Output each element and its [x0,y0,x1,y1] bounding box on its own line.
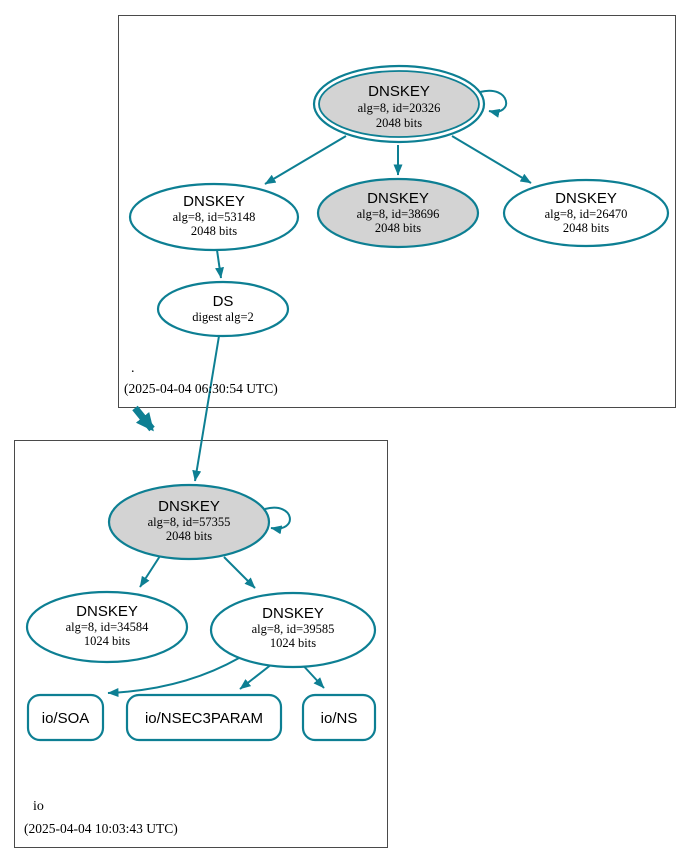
zone-root-timestamp: (2025-04-04 06:30:54 UTC) [124,381,278,396]
node-ds: DS digest alg=2 [156,280,290,338]
node-dnskey-34584: DNSKEY alg=8, id=34584 1024 bits [25,590,189,664]
dnskey-26470-bits: 2048 bits [563,221,609,235]
dnskey-53148-alg: alg=8, id=53148 [173,210,256,224]
dnskey-38696-alg: alg=8, id=38696 [357,207,440,221]
node-dnskey-20326-ksk: DNSKEY alg=8, id=20326 2048 bits [312,64,486,144]
dnskey-39585-title: DNSKEY [262,605,324,622]
dnskey-34584-bits: 1024 bits [84,634,130,648]
rrset-ns-label: io/NS [321,710,358,727]
dnskey-20326-bits: 2048 bits [376,116,422,130]
node-rrset-io-ns: io/NS [301,693,377,742]
node-dnskey-26470: DNSKEY alg=8, id=26470 2048 bits [502,178,670,248]
edge-dnskey-53148-ds [215,249,224,279]
edge-dnskey-57355-dnskey-39585 [223,556,256,589]
edge-dnskey-20326-self-sign [479,89,507,118]
dnskey-20326-alg: alg=8, id=20326 [358,101,441,115]
dnskey-57355-alg: alg=8, id=57355 [148,515,231,529]
zone-io-label: io [33,799,44,814]
node-dnskey-57355-ksk: DNSKEY alg=8, id=57355 2048 bits [107,483,271,561]
edge-dnskey-39585-rrset-soa [107,657,240,698]
dnskey-57355-title: DNSKEY [158,498,220,515]
node-dnskey-53148: DNSKEY alg=8, id=53148 2048 bits [128,182,300,252]
edge-dnskey-20326-dnskey-53148 [264,135,347,185]
dnskey-57355-ellipse [107,483,271,561]
edge-ds-dnskey-57355 [192,335,220,482]
dnskey-38696-ellipse [316,177,480,249]
dnskey-53148-title: DNSKEY [183,193,245,210]
dnskey-34584-title: DNSKEY [76,603,138,620]
node-rrset-io-nsec3param: io/NSEC3PARAM [125,693,283,742]
dnskey-34584-ellipse [25,590,189,664]
rrset-soa-rect [26,693,105,742]
dnskey-34584-alg: alg=8, id=34584 [66,620,150,634]
dnskey-53148-ellipse [128,182,300,252]
rrset-ns-rect [301,693,377,742]
dnskey-20326-inner-ellipse [318,70,480,138]
dnskey-26470-ellipse [502,178,670,248]
dnskey-20326-title: DNSKEY [368,83,430,100]
edge-dnskey-39585-rrset-nsec3param [239,663,273,690]
node-rrset-io-soa: io/SOA [26,693,105,742]
dnskey-39585-ellipse [209,591,377,669]
rrset-nsec3param-rect [125,693,283,742]
zone-root-label: . [131,361,135,376]
dnskey-38696-bits: 2048 bits [375,221,421,235]
zone-io-timestamp: (2025-04-04 10:03:43 UTC) [24,821,178,836]
edge-zone-delegation-root-io [132,405,155,432]
edge-dnskey-57355-dnskey-34584 [139,555,161,588]
dnskey-39585-alg: alg=8, id=39585 [252,622,335,636]
dnskey-39585-bits: 1024 bits [270,636,316,650]
node-dnskey-38696: DNSKEY alg=8, id=38696 2048 bits [316,177,480,249]
dnskey-38696-title: DNSKEY [367,190,429,207]
dnskey-26470-title: DNSKEY [555,190,617,207]
dnskey-57355-bits: 2048 bits [166,529,212,543]
dnskey-53148-bits: 2048 bits [191,224,237,238]
node-dnskey-39585: DNSKEY alg=8, id=39585 1024 bits [209,591,377,669]
ds-title: DS [213,293,234,310]
dnskey-26470-alg: alg=8, id=26470 [545,207,628,221]
edge-dnskey-57355-self-sign [264,506,291,535]
edge-dnskey-20326-dnskey-26470 [451,135,532,184]
rrset-nsec3param-label: io/NSEC3PARAM [145,710,263,727]
ds-alg: digest alg=2 [192,310,254,324]
ds-ellipse [156,280,290,338]
rrset-soa-label: io/SOA [42,710,90,727]
